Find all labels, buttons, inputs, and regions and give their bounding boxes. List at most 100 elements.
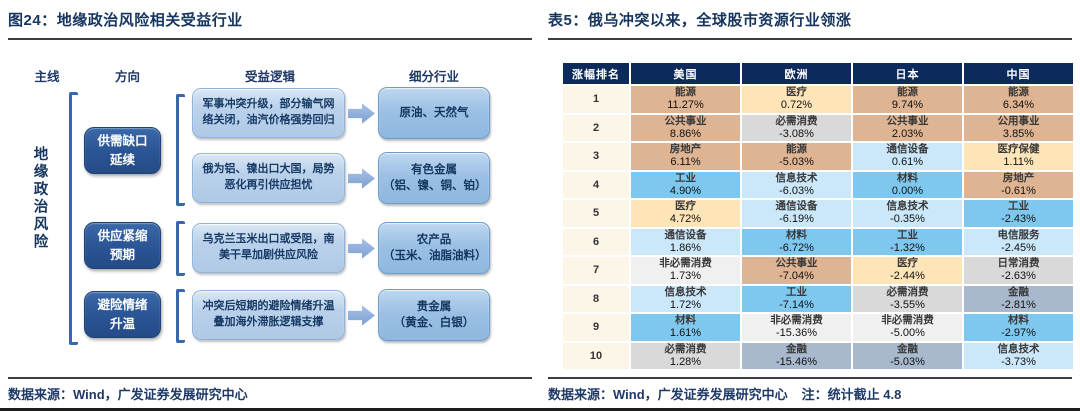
sector-name: 材料 — [897, 171, 918, 184]
footer-divider — [548, 377, 1072, 379]
sector-name: 能源 — [1008, 86, 1029, 99]
source-text: 数据来源：Wind，广发证券发展研究中心 — [548, 387, 788, 402]
sector-change: 1.73% — [669, 270, 702, 283]
table-header-region: 日本 — [853, 63, 962, 84]
sector-change: 2.03% — [891, 127, 924, 140]
sector-cell: 材料-2.97% — [964, 314, 1073, 341]
sector-cell: 日常消费-2.63% — [964, 257, 1073, 284]
sector-change: 1.28% — [669, 355, 702, 368]
logic-box-4: 冲突后短期的避险情绪升温叠加海外滞胀逻辑支撑 — [192, 290, 345, 340]
sector-name: 医疗 — [675, 200, 696, 213]
sector-name: 金融 — [1008, 285, 1029, 298]
sector-cell: 非必需消费-15.36% — [742, 314, 851, 341]
table-header-rank: 涨幅排名 — [563, 63, 629, 84]
sector-name: 工业 — [786, 285, 807, 298]
sector-change: 1.86% — [669, 241, 702, 254]
sector-name: 金融 — [897, 342, 918, 355]
table-5-title-prefix: 表5： — [548, 12, 588, 29]
rank-cell: 5 — [563, 200, 629, 227]
sector-change: -3.08% — [779, 127, 814, 140]
sector-change: -0.35% — [890, 213, 925, 226]
sector-change: -7.14% — [779, 298, 814, 311]
sector-name: 日常消费 — [997, 257, 1040, 270]
sector-name: 非必需消费 — [770, 314, 823, 327]
sector-change: 1.61% — [669, 327, 702, 340]
sector-change: 4.72% — [669, 213, 702, 226]
sector-name: 非必需消费 — [881, 314, 934, 327]
arrow-right-icon — [348, 305, 375, 326]
logic-box-1: 军事冲突升级，部分输气网络关闭，油汽价格强势回归 — [192, 88, 345, 138]
sector-name: 必需消费 — [886, 285, 929, 298]
sector-change: -2.43% — [1001, 213, 1036, 226]
sector-name: 电信服务 — [997, 228, 1040, 241]
diagram-header-industry: 细分行业 — [408, 70, 459, 84]
sector-change: -2.45% — [1001, 241, 1036, 254]
industry-box-oil-gas: 原油、天然气 — [378, 87, 490, 139]
title-divider — [8, 38, 532, 40]
diagram-header-direction: 方向 — [114, 70, 140, 84]
sector-cell: 医疗-2.44% — [853, 257, 962, 284]
sector-name: 工业 — [897, 228, 918, 241]
sector-cell: 金融-5.03% — [853, 342, 962, 369]
table-header-region: 美国 — [631, 63, 740, 84]
sector-change: 1.72% — [669, 298, 702, 311]
figure-24-title-prefix: 图24： — [8, 12, 57, 29]
sector-name: 金融 — [786, 342, 807, 355]
title-divider — [548, 38, 1072, 40]
figure-24-panel: 图24：地缘政治风险相关受益行业 主线 方向 受益逻辑 细分行业 地缘政治风险 … — [8, 9, 532, 403]
sector-cell: 非必需消费-5.00% — [853, 314, 962, 341]
rank-cell: 7 — [563, 257, 629, 284]
sector-cell: 必需消费-3.55% — [853, 285, 962, 312]
sector-name: 公共事业 — [886, 114, 929, 127]
sector-change: 3.85% — [1002, 127, 1035, 140]
sector-change: -6.03% — [779, 184, 814, 197]
sector-name: 材料 — [786, 228, 807, 241]
sector-name: 医疗 — [897, 257, 918, 270]
arrow-right-icon — [348, 238, 375, 259]
sector-change: -6.72% — [779, 241, 814, 254]
sector-name: 通信设备 — [775, 200, 818, 213]
table-header-region: 中国 — [964, 63, 1073, 84]
rank-cell: 6 — [563, 228, 629, 255]
sector-change: -15.36% — [776, 327, 817, 340]
figure-24-title: 图24：地缘政治风险相关受益行业 — [8, 9, 243, 30]
main-line-label: 地缘政治风险 — [31, 146, 48, 251]
sector-change: 0.00% — [891, 184, 924, 197]
sector-change: -6.19% — [779, 213, 814, 226]
sector-name: 公用事业 — [997, 114, 1040, 127]
sector-change: -2.63% — [1001, 270, 1036, 283]
sector-cell: 材料-6.72% — [742, 228, 851, 255]
footer-divider — [8, 377, 532, 379]
sector-change: -5.03% — [890, 355, 925, 368]
sector-name: 医疗保健 — [997, 143, 1040, 156]
sector-change: 1.11% — [1003, 156, 1034, 169]
sector-change: 8.86% — [669, 127, 702, 140]
sector-name: 非必需消费 — [659, 257, 712, 270]
page-bottom-divider — [0, 408, 1080, 411]
bracket-group-3 — [176, 289, 185, 343]
sector-cell: 工业-2.43% — [964, 200, 1073, 227]
direction-box-risk-aversion: 避险情绪 升温 — [84, 291, 161, 338]
bracket-main — [69, 92, 78, 345]
sector-name: 医疗 — [786, 86, 807, 99]
sector-change: -2.44% — [890, 270, 925, 283]
sector-name: 必需消费 — [775, 114, 818, 127]
table-5-title: 表5：俄乌冲突以来，全球股市资源行业领涨 — [548, 9, 851, 30]
source-note: 注：统计截止 4.8 — [801, 387, 902, 402]
sector-cell: 金融-2.81% — [964, 285, 1073, 312]
figure-24-source: 数据来源：Wind，广发证券发展研究中心 — [8, 384, 248, 403]
sector-cell: 电信服务-2.45% — [964, 228, 1073, 255]
sector-cell: 通信设备-6.19% — [742, 200, 851, 227]
sector-cell: 信息技术-3.73% — [964, 342, 1073, 369]
